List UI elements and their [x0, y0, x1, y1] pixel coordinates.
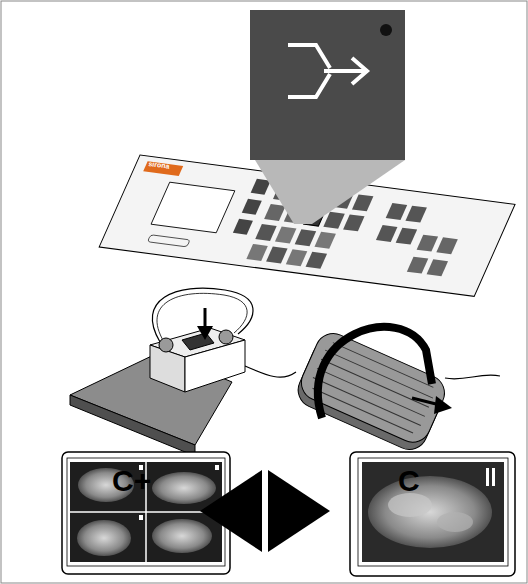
foot-switch-c-part-part [317, 368, 425, 416]
monitor-quad-view-part [152, 519, 212, 553]
foot-switch-c-part-part [313, 388, 413, 433]
foot-switch-c-part-part [321, 359, 429, 407]
control-panel-part [147, 235, 190, 247]
control-panel-part [314, 232, 335, 249]
control-panel-part [417, 235, 438, 252]
zoomed-key-part [250, 10, 405, 160]
foot-switch-c-plus-part [219, 330, 233, 344]
foot-switch-c-part [318, 327, 432, 418]
control-panel-part [436, 237, 457, 254]
control-panel-part [405, 206, 426, 223]
foot-switch-c-plus-part [152, 288, 253, 342]
control-panel-part [251, 179, 271, 195]
foot-switch-c-plus-part [157, 293, 247, 342]
control-panel-part [343, 214, 364, 231]
control-panel-part [286, 249, 307, 266]
switch-label: C+ [112, 466, 151, 496]
control-panel [99, 155, 515, 296]
monitor-single-view-part [350, 452, 515, 576]
foot-switch-c-part [445, 375, 500, 379]
control-panel-part [264, 204, 285, 221]
foot-switch-c [292, 327, 500, 455]
control-panel-part [376, 225, 397, 242]
monitor-quad-view-part [152, 472, 216, 504]
monitor-quad-view-part [67, 458, 225, 566]
foot-switch-c-part [434, 396, 452, 414]
foot-switch-c-plus [70, 288, 296, 456]
monitor-single-view-part [486, 468, 489, 486]
monitor-quad-view-part [139, 515, 143, 520]
monitor-quad-view-part [70, 511, 222, 513]
control-panel-part [306, 252, 327, 269]
monitor-single-view-part [362, 462, 504, 562]
foot-switch-c-part [292, 328, 450, 455]
foot-switch-c-plus-part [245, 366, 296, 377]
control-panel-part [407, 257, 428, 274]
brand-logo: sirona [148, 160, 170, 170]
control-panel-part [427, 259, 448, 276]
control-panel-part [255, 224, 276, 241]
monitor-single-view [350, 452, 515, 576]
monitor-single-view-part [368, 476, 492, 548]
control-panel-part [386, 203, 407, 220]
switch-label: C [398, 466, 420, 496]
control-panel-part [99, 155, 515, 296]
foot-switch-c-part-part [333, 343, 433, 388]
control-panel-part [295, 229, 316, 246]
control-panel-part [242, 199, 262, 215]
control-panel-part [246, 244, 267, 261]
control-panel-part [266, 247, 287, 264]
monitor-single-view-part [388, 493, 432, 517]
foot-switch-c-plus-part [159, 338, 173, 352]
control-panel-part [323, 212, 344, 229]
monitor-single-view-part [437, 512, 473, 532]
foot-switch-c-part-part [296, 328, 451, 448]
monitor-quad-view-part [215, 465, 219, 470]
toggle-arrows-part [200, 470, 262, 552]
foot-switch-c-plus-part [70, 395, 195, 456]
toggle-arrows-part [268, 470, 330, 552]
foot-switch-c-plus-part [197, 326, 213, 340]
monitor-single-view-part [358, 458, 508, 566]
zoomed-key-part [288, 45, 367, 97]
foot-switch-c-part-part [313, 378, 421, 426]
control-panel-part [275, 227, 296, 244]
zoom-cone [255, 160, 405, 224]
zoomed-key-part [380, 24, 392, 36]
zoomed-key [250, 10, 405, 160]
monitor-single-view-part [492, 468, 495, 486]
control-panel-part [352, 194, 373, 211]
control-panel-part [233, 219, 253, 235]
control-panel-part [396, 228, 417, 245]
toggle-arrows [200, 470, 330, 552]
monitor-quad-view-part [77, 520, 131, 556]
control-panel-part [151, 182, 235, 233]
monitor-quad-view-part [70, 462, 222, 562]
foot-switch-c-plus-part [182, 333, 214, 350]
foot-switch-c-part-part [325, 350, 433, 398]
